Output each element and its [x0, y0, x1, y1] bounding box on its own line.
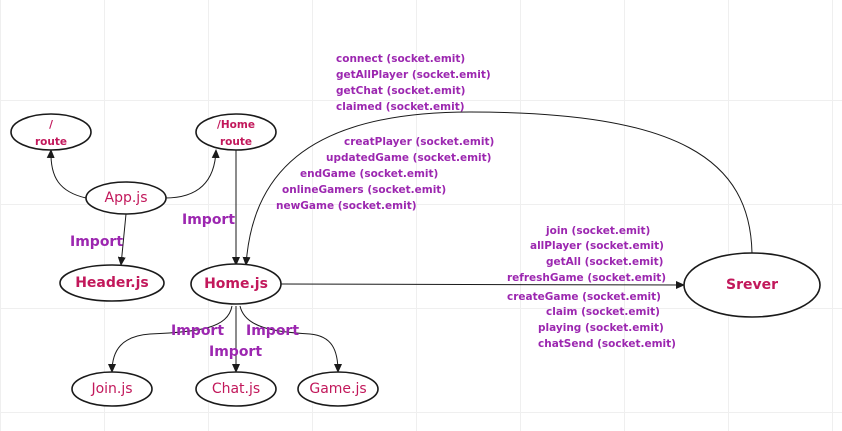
- edge-app-to-root-route: [46, 149, 87, 199]
- edge-home-to-game: [239, 305, 342, 373]
- edge-home-to-join: [108, 305, 233, 373]
- root-route-line1: /: [49, 119, 53, 131]
- node-join: Join.js: [71, 371, 153, 407]
- home-to-server-events-bottom: createGame (socket.emit) claim (socket.e…: [507, 291, 676, 350]
- event-refresh-game: refreshGame (socket.emit): [507, 272, 666, 284]
- event-get-chat: getChat (socket.emit): [336, 85, 465, 97]
- event-creat-player: creatPlayer (socket.emit): [344, 136, 494, 148]
- import-label-app-header: Import: [70, 234, 123, 250]
- node-home: Home.js: [190, 263, 282, 305]
- home-route-line1: /Home: [217, 119, 255, 131]
- node-header: Header.js: [59, 264, 165, 302]
- edge-app-to-home-route: [164, 149, 220, 199]
- event-playing: playing (socket.emit): [538, 322, 664, 334]
- home-route-line2: route: [220, 136, 252, 148]
- node-game: Game.js: [297, 371, 379, 407]
- node-root-route: / route: [10, 113, 92, 151]
- server-to-home-events-top: connect (socket.emit) getAllPlayer (sock…: [336, 53, 491, 113]
- event-online-gamers: onlineGamers (socket.emit): [282, 184, 446, 196]
- import-label-home-game: Import: [246, 323, 299, 339]
- event-connect: connect (socket.emit): [336, 53, 465, 65]
- event-all-player: allPlayer (socket.emit): [530, 240, 664, 252]
- game-label: Game.js: [309, 381, 366, 397]
- join-label: Join.js: [90, 381, 132, 397]
- event-get-all-player: getAllPlayer (socket.emit): [336, 69, 491, 81]
- root-route-line2: route: [35, 136, 67, 148]
- server-to-home-events-bottom: creatPlayer (socket.emit) updatedGame (s…: [276, 136, 494, 212]
- node-home-route: /Home route: [195, 113, 277, 151]
- edge-server-to-home: [242, 111, 753, 266]
- import-label-home-route: Import: [182, 212, 235, 228]
- server-label: Srever: [726, 277, 778, 293]
- event-chat-send: chatSend (socket.emit): [538, 338, 676, 350]
- node-server: Srever: [683, 252, 821, 318]
- app-label: App.js: [105, 190, 148, 206]
- event-get-all: getAll (socket.emit): [546, 256, 663, 268]
- node-app: App.js: [85, 181, 167, 215]
- edge-home-to-server: [280, 280, 685, 289]
- event-new-game: newGame (socket.emit): [276, 200, 417, 212]
- event-updated-game: updatedGame (socket.emit): [326, 152, 491, 164]
- home-label: Home.js: [204, 276, 268, 292]
- event-end-game: endGame (socket.emit): [300, 168, 438, 180]
- header-label: Header.js: [75, 275, 149, 291]
- event-create-game: createGame (socket.emit): [507, 291, 661, 303]
- import-label-home-chat: Import: [209, 344, 262, 360]
- home-to-server-events-top: join (socket.emit) allPlayer (socket.emi…: [507, 225, 666, 284]
- import-label-home-join: Import: [171, 323, 224, 339]
- edge-app-to-header: [117, 213, 127, 266]
- chat-label: Chat.js: [212, 381, 260, 397]
- event-claim: claim (socket.emit): [546, 306, 660, 318]
- event-join: join (socket.emit): [545, 225, 650, 237]
- node-chat: Chat.js: [195, 371, 277, 407]
- event-claimed: claimed (socket.emit): [336, 101, 465, 113]
